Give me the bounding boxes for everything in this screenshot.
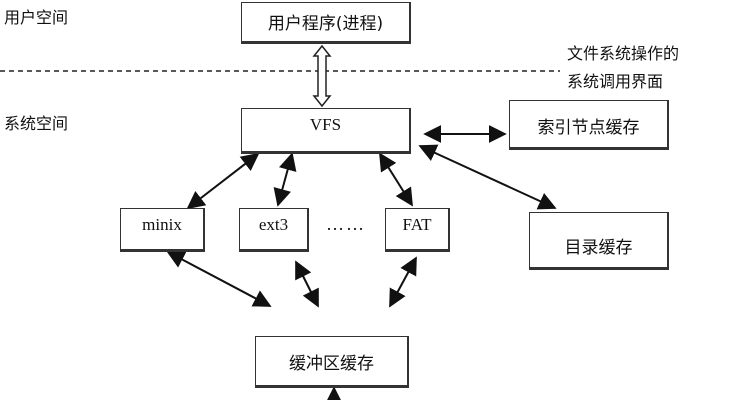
more-filesystems-ellipsis: …… [326,214,366,234]
dir-cache-label: 目录缓存 [564,238,633,258]
fat-box: FAT [385,208,450,252]
user-program-box: 用户程序(进程) [241,2,411,44]
minix-buffer-arrow [166,251,272,307]
minix-label: minix [142,215,182,234]
ext3-box: ext3 [239,208,309,252]
interface-label-line1: 文件系统操作的 [567,44,680,63]
dir-cache-box: 目录缓存 [529,212,669,270]
user-program-label: 用户程序(进程) [267,14,384,34]
minix-box: minix [120,208,205,252]
ext3-label: ext3 [258,215,289,234]
vfs-fat-arrow [379,152,413,207]
buffer-cache-label: 缓冲区缓存 [289,354,374,374]
interface-label-line2: 系统调用界面 [567,72,664,91]
vfs-label: VFS [309,115,342,134]
vfs-ext3-arrow [273,152,297,207]
vfs-dir-cache-arrow [418,144,557,210]
inode-cache-box: 索引节点缓存 [509,100,669,150]
fat-buffer-arrow [389,256,417,308]
inode-cache-label: 索引节点缓存 [537,118,640,138]
buffer-cache-box: 缓冲区缓存 [255,336,409,388]
user-space-label: 用户空间 [4,8,69,27]
vfs-minix-arrow [186,152,260,210]
vfs-box: VFS [241,108,411,154]
fat-label: FAT [402,215,432,234]
syscall-hollow-arrow [312,44,332,108]
ext3-buffer-arrow [295,260,319,308]
system-space-label: 系统空间 [4,114,69,133]
